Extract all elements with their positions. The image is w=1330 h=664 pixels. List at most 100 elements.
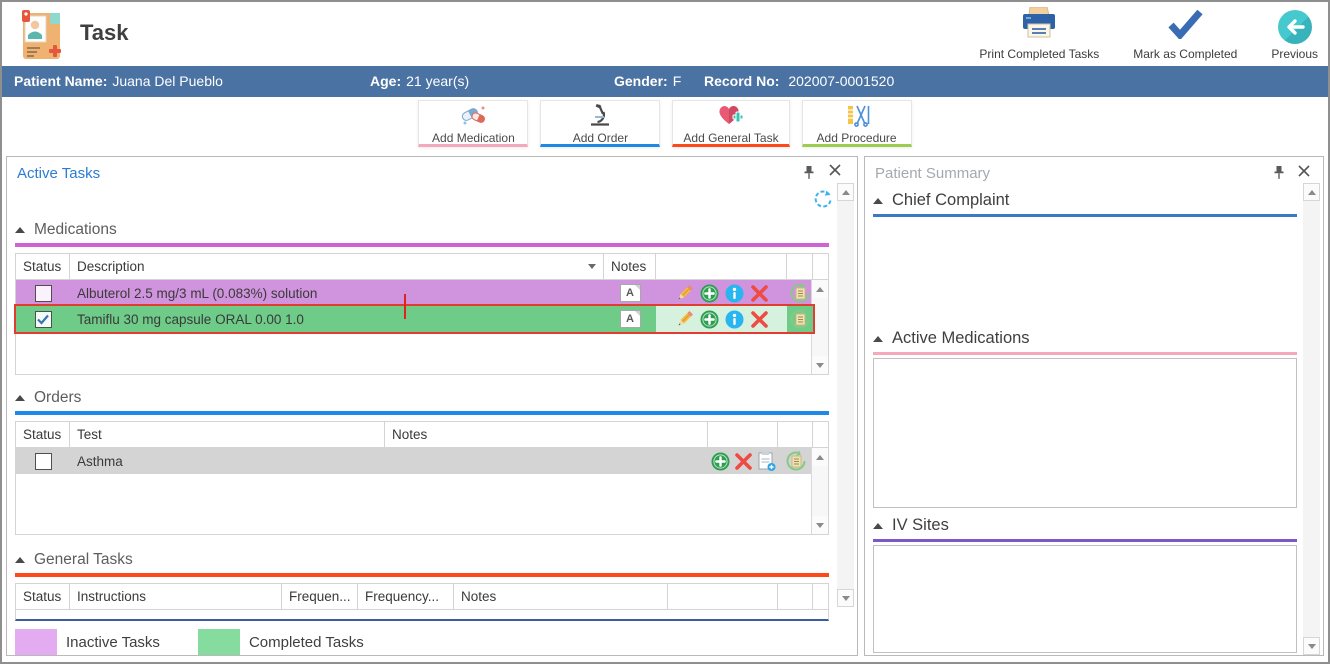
delete-x-icon[interactable] <box>750 310 769 328</box>
task-app-icon <box>16 9 66 66</box>
info-icon[interactable] <box>725 310 744 329</box>
collapse-arrow-icon <box>15 557 25 563</box>
pin-icon[interactable] <box>1273 165 1285 180</box>
general-tasks-accent-line <box>15 573 829 577</box>
active-tasks-scrollbar[interactable] <box>837 183 854 607</box>
notes-editor-icon[interactable]: A <box>619 284 641 302</box>
delete-x-icon[interactable] <box>750 284 769 302</box>
chief-complaint-section-header[interactable]: Chief Complaint <box>873 191 1297 210</box>
scroll-down-icon[interactable] <box>837 589 854 607</box>
info-icon[interactable] <box>725 284 744 303</box>
back-arrow-icon <box>1277 10 1312 44</box>
add-procedure-button[interactable]: Add Procedure <box>801 100 912 147</box>
column-header-test[interactable]: Test <box>70 422 385 447</box>
patient-summary-panel: Patient Summary Chief Complaint <box>864 156 1324 656</box>
active-tasks-title: Active Tasks <box>17 165 101 182</box>
add-plus-icon[interactable] <box>700 310 719 329</box>
patient-summary-scrollbar[interactable] <box>1303 183 1320 655</box>
medication-row-tamiflu[interactable]: Tamiflu 30 mg capsule ORAL 0.00 1.0 A <box>14 294 815 334</box>
status-checkbox[interactable] <box>34 452 52 470</box>
scroll-up-icon[interactable] <box>812 280 828 298</box>
scroll-up-icon[interactable] <box>812 448 828 466</box>
order-test-name: Asthma <box>77 453 123 469</box>
refresh-icon[interactable] <box>813 189 833 209</box>
add-procedure-label: Add Procedure <box>816 131 897 145</box>
order-row-asthma[interactable]: Asthma <box>16 448 813 474</box>
medications-grid-scrollbar[interactable] <box>811 280 828 374</box>
medication-row-albuterol[interactable]: Albuterol 2.5 mg/3 mL (0.083%) solution … <box>16 280 813 306</box>
history-note-icon[interactable] <box>785 450 807 472</box>
iv-sites-content <box>873 545 1297 653</box>
column-header-status[interactable]: Status <box>16 254 70 279</box>
collapse-arrow-icon <box>873 522 883 529</box>
save-clipboard-icon[interactable] <box>757 451 776 471</box>
orders-grid-scrollbar[interactable] <box>811 448 828 534</box>
task-color-legend: Inactive Tasks Completed Tasks <box>15 629 829 655</box>
medications-accent-line <box>15 243 829 247</box>
scroll-down-icon[interactable] <box>812 516 828 534</box>
add-medication-button[interactable]: Add Medication <box>418 100 529 147</box>
scroll-down-icon[interactable] <box>1303 637 1320 655</box>
general-tasks-section-header[interactable]: General Tasks <box>15 551 829 569</box>
column-header-instructions[interactable]: Instructions <box>70 584 282 609</box>
column-header-notes[interactable]: Notes <box>454 584 668 609</box>
app-header: Task Print Completed Tasks <box>2 2 1328 66</box>
chief-complaint-content <box>873 217 1297 329</box>
pin-icon[interactable] <box>803 165 815 180</box>
column-header-notes[interactable]: Notes <box>385 422 708 447</box>
notes-editor-icon[interactable]: A <box>619 310 641 328</box>
sort-dropdown-icon[interactable] <box>588 264 596 269</box>
add-medication-label: Add Medication <box>432 131 515 145</box>
add-general-task-button[interactable]: Add General Task <box>672 100 790 147</box>
column-header-frequency-1[interactable]: Frequen... <box>282 584 358 609</box>
previous-label: Previous <box>1271 47 1318 61</box>
medication-description: Tamiflu 30 mg capsule ORAL 0.00 1.0 <box>77 311 304 327</box>
add-general-task-label: Add General Task <box>683 131 779 145</box>
medications-section-header[interactable]: Medications <box>15 221 829 239</box>
patient-name-field: Patient Name:Juana Del Pueblo <box>14 73 223 89</box>
print-completed-tasks-label: Print Completed Tasks <box>979 47 1100 61</box>
mark-as-completed-button[interactable]: Mark as Completed <box>1133 9 1237 61</box>
patient-summary-title: Patient Summary <box>875 165 991 182</box>
column-header-frequency-2[interactable]: Frequency... <box>358 584 454 609</box>
edit-pencil-icon[interactable] <box>675 284 694 303</box>
previous-button[interactable]: Previous <box>1271 10 1318 61</box>
patient-age-field: Age:21 year(s) <box>370 73 470 89</box>
column-header-status[interactable]: Status <box>16 422 70 447</box>
scroll-up-icon[interactable] <box>1303 183 1320 201</box>
orders-section-header[interactable]: Orders <box>15 389 829 407</box>
print-completed-tasks-button[interactable]: Print Completed Tasks <box>979 6 1100 61</box>
history-note-icon[interactable] <box>789 282 811 304</box>
collapse-arrow-icon <box>15 227 25 233</box>
scroll-down-icon[interactable] <box>812 356 828 374</box>
patient-record-field: Record No: 202007-0001520 <box>704 73 895 89</box>
patient-gender-field: Gender:F <box>614 73 682 89</box>
iv-sites-section-header[interactable]: IV Sites <box>873 516 1297 535</box>
column-header-notes[interactable]: Notes <box>604 254 656 279</box>
add-plus-icon[interactable] <box>700 284 719 303</box>
add-order-button[interactable]: Add Order <box>540 100 661 147</box>
close-icon[interactable] <box>1298 164 1310 182</box>
close-icon[interactable] <box>829 164 841 176</box>
history-note-icon[interactable] <box>789 308 811 330</box>
active-medications-section-header[interactable]: Active Medications <box>873 329 1297 348</box>
medications-rows: Albuterol 2.5 mg/3 mL (0.083%) solution … <box>14 280 828 374</box>
active-medications-content <box>873 358 1297 508</box>
column-header-extra <box>778 584 813 609</box>
column-header-actions <box>708 422 778 447</box>
status-checkbox[interactable] <box>34 284 52 302</box>
iv-sites-label: IV Sites <box>892 516 949 534</box>
general-tasks-grid: Status Instructions Frequen... Frequency… <box>15 583 829 621</box>
add-order-label: Add Order <box>572 131 629 145</box>
page-title: Task <box>80 20 129 45</box>
add-plus-icon[interactable] <box>711 452 730 471</box>
scroll-up-icon[interactable] <box>837 183 854 201</box>
column-header-status[interactable]: Status <box>16 584 70 609</box>
column-header-description[interactable]: Description <box>70 254 604 279</box>
edit-pencil-icon[interactable] <box>675 310 694 329</box>
orders-grid-header: Status Test Notes <box>16 422 828 448</box>
completed-tasks-swatch <box>197 629 240 655</box>
status-checkbox-checked[interactable] <box>34 310 52 328</box>
delete-x-icon[interactable] <box>734 452 753 470</box>
